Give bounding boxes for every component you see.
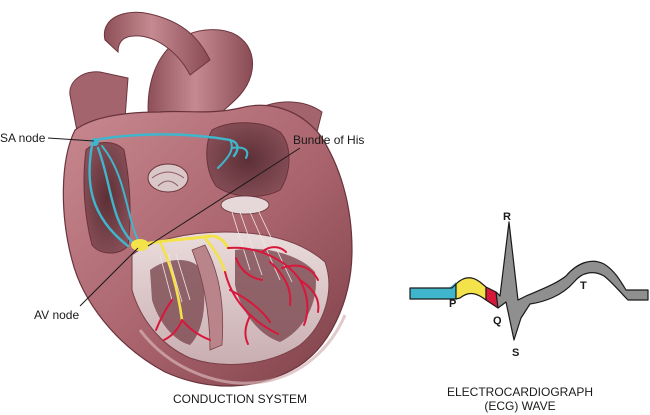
chordae-tendineae (159, 209, 293, 303)
ecg-caption: ELECTROCARDIOGRAPH (ECG) WAVE (420, 385, 620, 413)
aortic-valve (147, 163, 189, 193)
bachmann-bundle (217, 139, 249, 169)
sa-node-dot (91, 138, 99, 146)
bundle-of-his-label: Bundle of His (293, 133, 364, 147)
purkinje-fibers (155, 246, 320, 345)
ecg-caption-line2: (ECG) WAVE (484, 399, 556, 413)
bundle-of-his-yellow (138, 234, 230, 250)
ecg-label-r: R (503, 211, 511, 223)
conduction-system-caption: CONDUCTION SYSTEM (172, 392, 307, 406)
left-atrium (206, 122, 290, 197)
ecg-label-t: T (580, 280, 587, 292)
right-ventricle-cavity (150, 259, 205, 345)
interventricular-septum (191, 244, 224, 351)
av-node-leader (79, 247, 139, 307)
heart-apex-rim (138, 314, 347, 385)
bundle-of-his-leader (147, 147, 301, 247)
ecg-label-s: S (512, 347, 519, 359)
internodal-pathway-inner (101, 145, 139, 241)
left-bundle-branch-yellow (203, 236, 227, 274)
mitral-valve (220, 195, 270, 215)
sa-node-leader (47, 137, 95, 142)
ecg-p-wave (455, 277, 487, 301)
conduction-pathways (88, 133, 320, 345)
ecg-label-p: P (449, 298, 456, 310)
ecg-qrs-t-complex (495, 221, 649, 341)
av-node-label: AV node (34, 308, 79, 322)
ecg-label-q: Q (493, 315, 502, 327)
right-bundle-branch-yellow (158, 240, 184, 322)
ecg-baseline-band (409, 283, 457, 300)
leader-lines (47, 137, 301, 307)
sa-node-label: SA node (0, 131, 46, 145)
internodal-pathway-posterior (96, 146, 136, 246)
ecg-wave (409, 221, 649, 341)
internodal-pathway-middle (88, 143, 130, 248)
heart-illustration (62, 11, 353, 387)
ecg-caption-line1: ELECTROCARDIOGRAPH (446, 385, 594, 399)
aorta-arch (103, 11, 211, 76)
